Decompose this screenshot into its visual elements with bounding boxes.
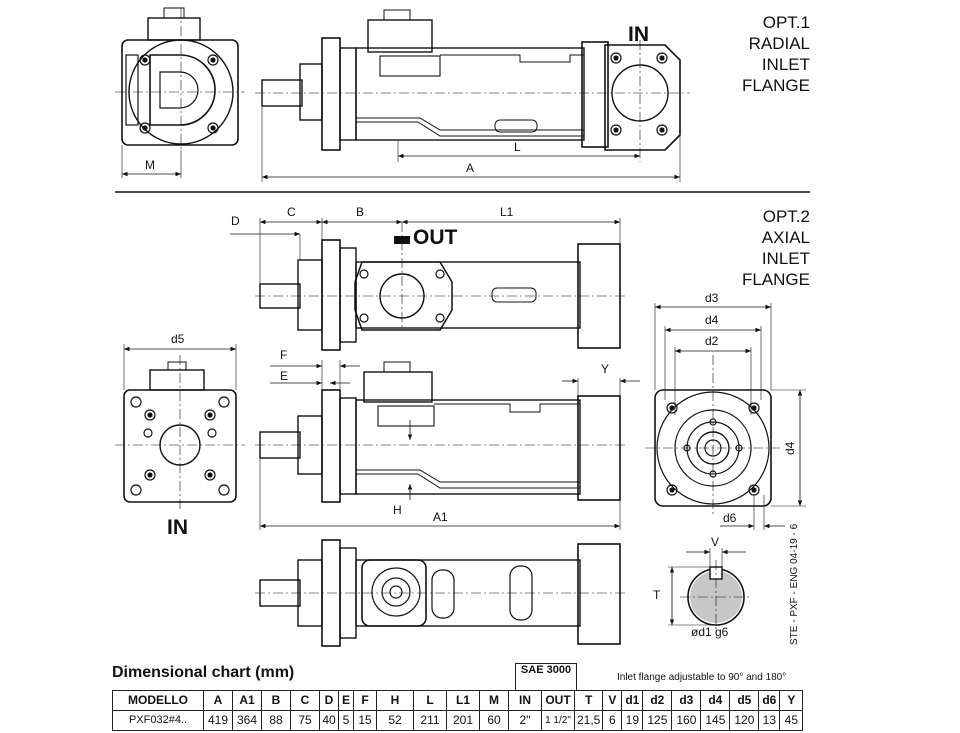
header-cell: T: [573, 690, 604, 711]
dim-label-e: E: [280, 369, 289, 383]
port-label-in-bottom: IN: [167, 516, 188, 539]
port-label-out: OUT: [413, 226, 458, 249]
table-cell: 45: [779, 710, 804, 731]
table-row: PXF032#4.. 419 364 88 75 40 5 15 52 211 …: [112, 710, 804, 731]
shaft-key-section: [668, 548, 752, 632]
dim-label-v: V: [711, 535, 720, 549]
opt2-label: OPT.2 AXIAL INLET FLANGE: [728, 206, 810, 290]
opt1-line4: FLANGE: [741, 76, 810, 95]
header-cell: V: [602, 690, 623, 711]
dim-label-d3: d3: [705, 291, 719, 305]
table-cell: 60: [479, 710, 509, 731]
dim-label-h: H: [393, 503, 402, 517]
table-cell: 75: [290, 710, 320, 731]
opt1-label: OPT.1 RADIAL INLET FLANGE: [728, 12, 810, 96]
port-label-in-top: IN: [628, 23, 649, 46]
header-cell: d3: [671, 690, 702, 711]
dim-label-a1: A1: [433, 510, 448, 524]
header-cell: D: [319, 690, 339, 711]
opt2-right-end-view: [645, 303, 806, 530]
opt2-line4: FLANGE: [741, 270, 810, 289]
header-cell: MODELLO: [112, 690, 204, 711]
table-cell: 211: [413, 710, 447, 731]
table-header-row: MODELLO A A1 B C D E F H L L1 M IN OUT T…: [112, 690, 804, 711]
header-cell: F: [353, 690, 377, 711]
opt1-line3: INLET: [761, 55, 810, 74]
chart-note: Inlet flange adjustable to 90° and 180°: [617, 672, 787, 683]
dimensional-table: MODELLO A A1 B C D E F H L L1 M IN OUT T…: [112, 690, 804, 731]
table-cell: 13: [758, 710, 781, 731]
dim-label-b: B: [356, 205, 365, 219]
dim-label-t: T: [653, 588, 661, 602]
opt1-side-view: [255, 9, 690, 182]
header-cell: d6: [758, 690, 781, 711]
header-cell: L: [413, 690, 447, 711]
table-cell: 19: [621, 710, 644, 731]
dim-label-d4: d4: [705, 313, 719, 327]
header-cell: A: [203, 690, 233, 711]
dim-label-y: Y: [601, 362, 610, 376]
header-cell: H: [376, 690, 414, 711]
header-cell: IN: [508, 690, 542, 711]
header-cell: OUT: [541, 690, 575, 711]
table-cell: 15: [353, 710, 377, 731]
dim-label-c: C: [287, 205, 296, 219]
table-cell: 1 1/2": [541, 710, 575, 731]
dim-label-d: D: [231, 214, 240, 228]
sae-group-label: SAE 3000: [515, 663, 577, 690]
table-cell: 52: [376, 710, 414, 731]
table-cell: 88: [261, 710, 291, 731]
opt2-line3: INLET: [761, 249, 810, 268]
header-cell: A1: [232, 690, 262, 711]
opt2-bottom-view: [255, 539, 628, 647]
table-cell: 120: [729, 710, 760, 731]
opt2-left-end-view: [115, 344, 245, 510]
dim-label-m: M: [145, 158, 155, 172]
doc-code: STE - PXF - ENG 04-19 - 6: [789, 523, 800, 645]
opt1-end-view: [115, 7, 245, 178]
table-cell: 201: [446, 710, 480, 731]
table-cell: 125: [642, 710, 673, 731]
dim-label-l1: L1: [500, 205, 514, 219]
table-cell: 21,5: [573, 710, 604, 731]
opt1-line2: RADIAL: [748, 34, 810, 53]
dim-label-d1g6: ød1 g6: [691, 625, 729, 639]
dim-label-d4-side: d4: [783, 441, 797, 455]
table-cell: 364: [232, 710, 262, 731]
header-cell: Y: [779, 690, 804, 711]
dim-label-a: A: [466, 161, 475, 175]
dim-label-d6: d6: [723, 511, 737, 525]
header-cell: E: [338, 690, 354, 711]
header-cell: d5: [729, 690, 760, 711]
header-cell: d1: [621, 690, 644, 711]
cell-model: PXF032#4..: [112, 710, 204, 731]
header-cell: L1: [446, 690, 480, 711]
table-cell: 40: [319, 710, 339, 731]
opt1-line1: OPT.1: [762, 13, 810, 32]
dim-label-f: F: [280, 348, 288, 362]
header-cell: M: [479, 690, 509, 711]
table-cell: 6: [602, 710, 623, 731]
header-cell: C: [290, 690, 320, 711]
dim-label-d5: d5: [171, 332, 185, 346]
table-cell: 160: [671, 710, 702, 731]
dim-label-l: L: [514, 140, 521, 154]
opt2-line2: AXIAL: [761, 228, 810, 247]
dim-label-d2: d2: [705, 334, 719, 348]
header-cell: d4: [700, 690, 731, 711]
opt2-line1: OPT.2: [762, 207, 810, 226]
header-cell: B: [261, 690, 291, 711]
table-cell: 2": [508, 710, 542, 731]
table-cell: 5: [338, 710, 354, 731]
table-cell: 145: [700, 710, 731, 731]
table-cell: 419: [203, 710, 233, 731]
opt2-top-view: [230, 218, 628, 351]
opt2-side-view: [255, 360, 640, 530]
chart-title: Dimensional chart (mm): [112, 664, 295, 681]
header-cell: d2: [642, 690, 673, 711]
